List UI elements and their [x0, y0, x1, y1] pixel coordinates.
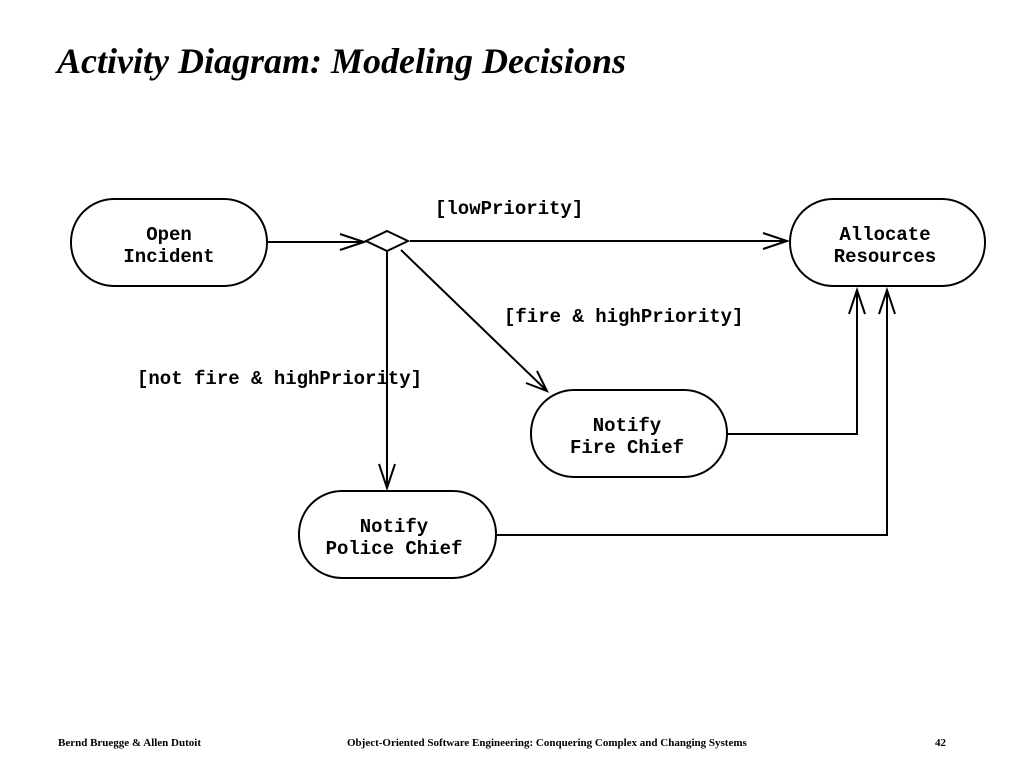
- arrowhead-fire-chief: [525, 370, 550, 393]
- node-allocate-resources: Allocate Resources: [789, 198, 986, 287]
- node-allocate-resources-line1: Allocate: [839, 224, 930, 246]
- node-open-incident-line2: Incident: [123, 246, 214, 268]
- node-notify-police-chief-line1: Notify: [360, 516, 429, 538]
- guard-not-fire-high-priority: [not fire & highPriority]: [137, 368, 422, 390]
- node-notify-fire-chief: Notify Fire Chief: [530, 389, 728, 478]
- arrowhead-police-chief: [378, 463, 396, 492]
- footer-page-number: 42: [935, 737, 946, 749]
- decision-diamond: [363, 229, 411, 253]
- edge-fire-high-priority: [400, 249, 548, 392]
- footer-authors: Bernd Bruegge & Allen Dutoit: [58, 737, 201, 749]
- arrowhead-allocate-from-fire-chief: [848, 286, 866, 315]
- guard-low-priority: [lowPriority]: [435, 198, 583, 220]
- edge-police-chief-to-allocate: [496, 290, 888, 536]
- node-notify-police-chief-line2: Police Chief: [326, 538, 463, 560]
- node-open-incident: Open Incident: [70, 198, 268, 287]
- node-notify-fire-chief-line2: Fire Chief: [570, 437, 684, 459]
- arrowhead-allocate-from-decision: [762, 232, 791, 250]
- node-notify-police-chief: Notify Police Chief: [298, 490, 497, 579]
- node-open-incident-line1: Open: [146, 224, 192, 246]
- node-notify-fire-chief-line1: Notify: [593, 415, 662, 437]
- arrowhead-allocate-from-police-chief: [878, 286, 896, 315]
- footer-book-title: Object-Oriented Software Engineering: Co…: [347, 737, 747, 749]
- edge-fire-chief-to-allocate: [727, 290, 858, 435]
- arrowhead-decision: [339, 233, 368, 251]
- node-allocate-resources-line2: Resources: [834, 246, 937, 268]
- slide-title: Activity Diagram: Modeling Decisions: [57, 41, 626, 81]
- guard-fire-high-priority: [fire & highPriority]: [504, 306, 743, 328]
